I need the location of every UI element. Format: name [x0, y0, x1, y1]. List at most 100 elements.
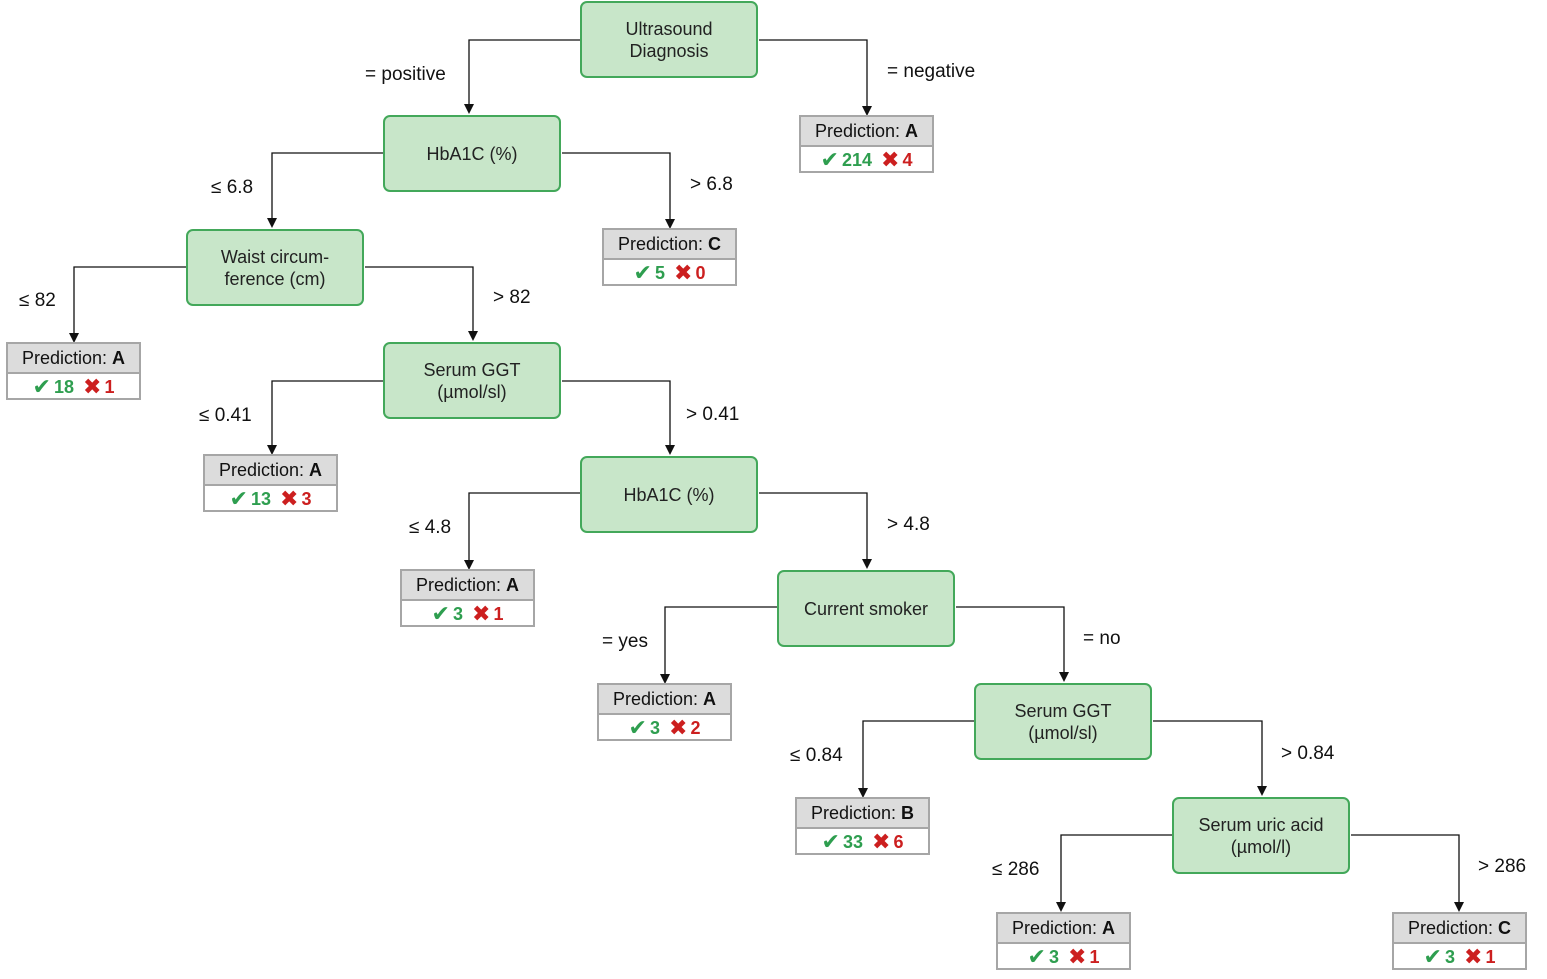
checkmark-icon: ✔ — [628, 715, 647, 740]
node-line: (µmol/sl) — [437, 381, 507, 402]
checkmark-icon: ✔ — [32, 374, 51, 399]
leaf-header: Prediction:C — [1394, 914, 1525, 944]
edge-label: > 82 — [493, 287, 531, 308]
leaf-header: Prediction:A — [205, 456, 336, 486]
edge-label: ≤ 0.41 — [199, 405, 252, 426]
correct-count: 214 — [841, 149, 873, 170]
node-line: Serum uric acid — [1198, 814, 1324, 835]
leaf-prediction: Prediction:A ✔13 ✖3 — [203, 454, 338, 512]
wrong-count: 1 — [104, 376, 115, 397]
leaf-counts: ✔5 ✖0 — [604, 260, 735, 286]
cross-icon: ✖ — [1068, 944, 1087, 969]
cross-icon: ✖ — [674, 260, 693, 285]
node-line: Diagnosis — [629, 40, 709, 61]
wrong-count: 6 — [893, 831, 904, 852]
edge-waist-gt — [365, 266, 478, 341]
cross-icon: ✖ — [1464, 944, 1483, 969]
decision-node-waist-circumference: Waist circum-ference (cm) — [186, 229, 364, 306]
leaf-prefix: Prediction: — [617, 233, 704, 254]
correct-count: 13 — [250, 488, 271, 509]
leaf-counts: ✔214✖4 — [801, 147, 932, 173]
decision-node-current-smoker: Current smoker — [777, 570, 955, 647]
edge-smoker-no — [956, 606, 1069, 682]
node-line: HbA1C (%) — [623, 484, 715, 505]
leaf-prefix: Prediction: — [1011, 917, 1098, 938]
leaf-prefix: Prediction: — [814, 120, 901, 141]
edge-label: = no — [1083, 628, 1121, 649]
edge-negative — [759, 39, 872, 116]
edge-hba1c2-le — [464, 492, 581, 570]
edge-label: = positive — [365, 64, 446, 85]
leaf-prefix: Prediction: — [810, 802, 897, 823]
node-line: Current smoker — [803, 598, 929, 619]
decision-node-serum-uric-acid: Serum uric acid(µmol/l) — [1172, 797, 1350, 874]
edge-label: > 286 — [1478, 856, 1527, 877]
correct-count: 18 — [53, 376, 74, 397]
cross-icon: ✖ — [872, 829, 891, 854]
edge-waist-le — [69, 266, 187, 343]
correct-count: 3 — [1048, 946, 1059, 967]
checkmark-icon: ✔ — [1423, 944, 1442, 969]
correct-count: 3 — [649, 717, 660, 738]
leaf-prediction: Prediction:B ✔33 ✖6 — [795, 797, 930, 855]
edge-uric-le — [1056, 834, 1173, 912]
leaf-header: Prediction:A — [801, 117, 932, 147]
leaf-counts: ✔3 ✖1 — [1394, 944, 1525, 970]
leaf-header: Prediction:B — [797, 799, 928, 829]
correct-count: 3 — [1444, 946, 1455, 967]
leaf-class: C — [1498, 917, 1512, 938]
wrong-count: 0 — [695, 262, 706, 283]
wrong-count: 3 — [301, 488, 312, 509]
edge-label: ≤ 6.8 — [211, 177, 254, 198]
leaf-counts: ✔13 ✖3 — [205, 486, 336, 512]
leaf-prefix: Prediction: — [415, 574, 502, 595]
wrong-count: 4 — [902, 149, 913, 170]
leaf-prefix: Prediction: — [1407, 917, 1494, 938]
leaf-class: A — [112, 347, 126, 368]
leaf-header: Prediction:C — [604, 230, 735, 260]
edge-hba1c-le — [267, 152, 384, 228]
edge-label: > 0.84 — [1281, 743, 1335, 764]
decision-node-hba1c: HbA1C (%) — [383, 115, 561, 192]
checkmark-icon: ✔ — [820, 147, 839, 172]
node-line: Waist circum- — [220, 246, 330, 267]
node-line: HbA1C (%) — [426, 143, 518, 164]
leaf-prefix: Prediction: — [218, 459, 305, 480]
node-line: (µmol/sl) — [1028, 722, 1098, 743]
node-line: (µmol/l) — [1230, 836, 1292, 857]
leaf-counts: ✔3✖1 — [402, 601, 533, 627]
leaf-prefix: Prediction: — [21, 347, 108, 368]
leaf-prefix: Prediction: — [612, 688, 699, 709]
edge-ggt2-le — [858, 720, 975, 798]
cross-icon: ✖ — [280, 486, 299, 511]
checkmark-icon: ✔ — [633, 260, 652, 285]
edge-label: ≤ 4.8 — [409, 517, 452, 538]
leaf-prediction: Prediction:A ✔18 ✖1 — [6, 342, 141, 400]
wrong-count: 1 — [1485, 946, 1496, 967]
checkmark-icon: ✔ — [229, 486, 248, 511]
correct-count: 3 — [452, 603, 463, 624]
leaf-header: Prediction:A — [599, 685, 730, 715]
cross-icon: ✖ — [472, 601, 491, 626]
node-line: Serum GGT — [423, 359, 521, 380]
edge-positive — [464, 39, 581, 114]
leaf-prediction: Prediction:A ✔214✖4 — [799, 115, 934, 173]
node-line: Serum GGT — [1014, 700, 1112, 721]
edge-label: ≤ 286 — [992, 859, 1040, 880]
checkmark-icon: ✔ — [1027, 944, 1046, 969]
edge-ggt2-gt — [1153, 720, 1267, 796]
correct-count: 5 — [654, 262, 665, 283]
edge-label: = yes — [602, 631, 648, 652]
edge-hba1c-gt — [562, 152, 675, 229]
edge-label: = negative — [887, 61, 976, 82]
cross-icon: ✖ — [83, 374, 102, 399]
leaf-class: A — [506, 574, 520, 595]
correct-count: 33 — [842, 831, 863, 852]
leaf-counts: ✔33 ✖6 — [797, 829, 928, 855]
leaf-header: Prediction:A — [998, 914, 1129, 944]
edge-smoker-yes — [660, 606, 778, 684]
cross-icon: ✖ — [669, 715, 688, 740]
checkmark-icon: ✔ — [821, 829, 840, 854]
